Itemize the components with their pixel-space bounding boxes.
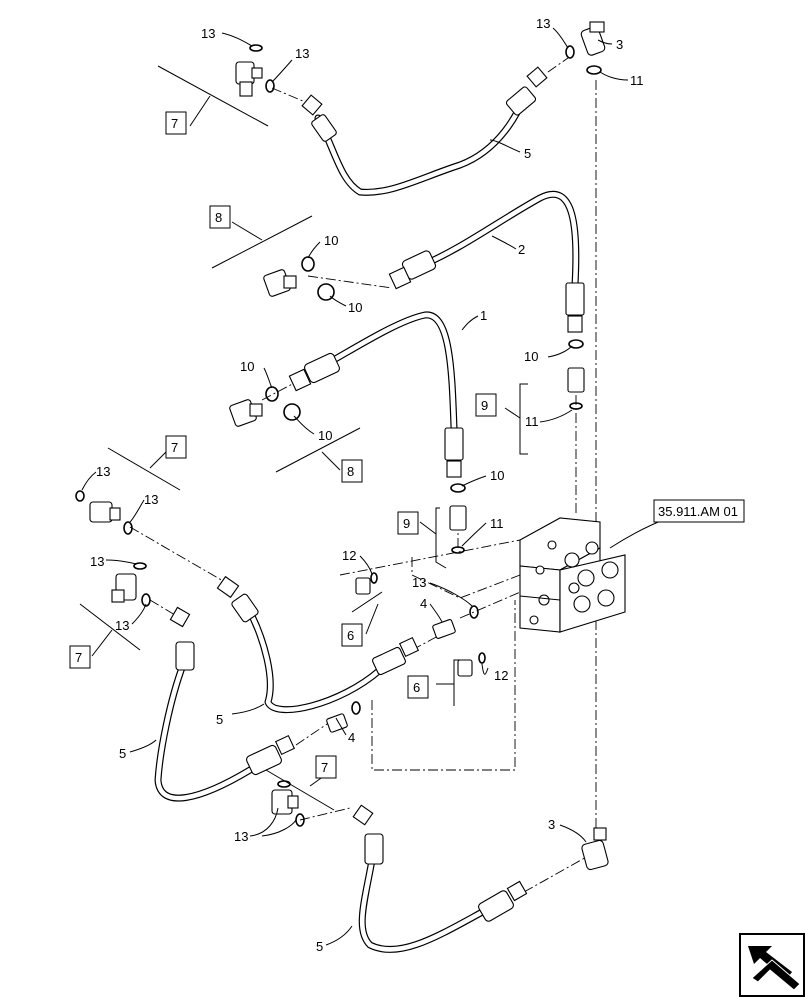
- kit-label-9: 9: [403, 516, 410, 531]
- hose-mid-5: [216, 575, 420, 714]
- callout-12: 12: [342, 548, 356, 563]
- callout-13: 13: [234, 829, 248, 844]
- kit-box-7-a: [165, 111, 187, 135]
- callout-5: 5: [316, 939, 323, 954]
- kit-box-9-a: [475, 393, 497, 417]
- callout-13: 13: [96, 464, 110, 479]
- callout-13: 13: [90, 554, 104, 569]
- kit-box-8-a: [209, 205, 231, 229]
- callout-13: 13: [295, 46, 309, 61]
- callout-3: 3: [548, 817, 555, 832]
- kit-label-6: 6: [413, 680, 420, 695]
- callout-3: 3: [616, 37, 623, 52]
- next-page-arrow-icon[interactable]: [739, 933, 805, 997]
- callout-13: 13: [115, 618, 129, 633]
- reference-label: 35.911.AM 01: [658, 504, 738, 519]
- callout-10: 10: [524, 349, 538, 364]
- hose-1: [288, 311, 464, 478]
- kit-box-7-b: [165, 435, 187, 459]
- hose-left-5: [154, 606, 296, 802]
- kit-label-6: 6: [347, 628, 354, 643]
- reference-box: [653, 499, 745, 523]
- kit-brackets: [79, 65, 528, 811]
- callout-11: 11: [630, 73, 644, 88]
- kit-box-6-b: [407, 675, 429, 699]
- kit-label-7: 7: [75, 650, 82, 665]
- callout-10: 10: [348, 300, 362, 315]
- callout-12: 12: [494, 668, 508, 683]
- hose-2: [388, 190, 585, 333]
- leader-lines: [81, 27, 669, 946]
- kit-label-9: 9: [481, 398, 488, 413]
- kit-boxes: [69, 111, 745, 779]
- callout-1: 1: [480, 308, 487, 323]
- kit-box-9-b: [397, 511, 419, 535]
- callout-13: 13: [536, 16, 550, 31]
- labels: 13 13 13 3 11 5 2 10 10 1 10 11 10 10 10…: [75, 16, 738, 954]
- callout-11: 11: [490, 516, 504, 531]
- hose-bottom-5: [352, 804, 528, 953]
- callout-4: 4: [420, 596, 427, 611]
- kit-label-8: 8: [347, 464, 354, 479]
- kit-label-7: 7: [321, 760, 328, 775]
- callout-10: 10: [318, 428, 332, 443]
- kit-box-7-d: [315, 755, 337, 779]
- kit-box-6-a: [341, 623, 363, 647]
- hose-top-5: [301, 66, 548, 196]
- callout-5: 5: [216, 712, 223, 727]
- callout-11: 11: [525, 414, 539, 429]
- callout-13: 13: [201, 26, 215, 41]
- kit-label-7: 7: [171, 440, 178, 455]
- kit-box-7-c: [69, 645, 91, 669]
- callout-10: 10: [324, 233, 338, 248]
- callout-5: 5: [119, 746, 126, 761]
- control-valve-block: [519, 517, 626, 633]
- kit-label-8: 8: [215, 210, 222, 225]
- fittings: [75, 21, 609, 871]
- connection-lines: [129, 57, 597, 893]
- callout-10: 10: [240, 359, 254, 374]
- callout-13: 13: [412, 575, 426, 590]
- callout-4: 4: [348, 730, 355, 745]
- kit-box-8-b: [341, 459, 363, 483]
- callout-2: 2: [518, 242, 525, 257]
- callout-13: 13: [144, 492, 158, 507]
- kit-label-7: 7: [171, 116, 178, 131]
- callout-10: 10: [490, 468, 504, 483]
- callout-5: 5: [524, 146, 531, 161]
